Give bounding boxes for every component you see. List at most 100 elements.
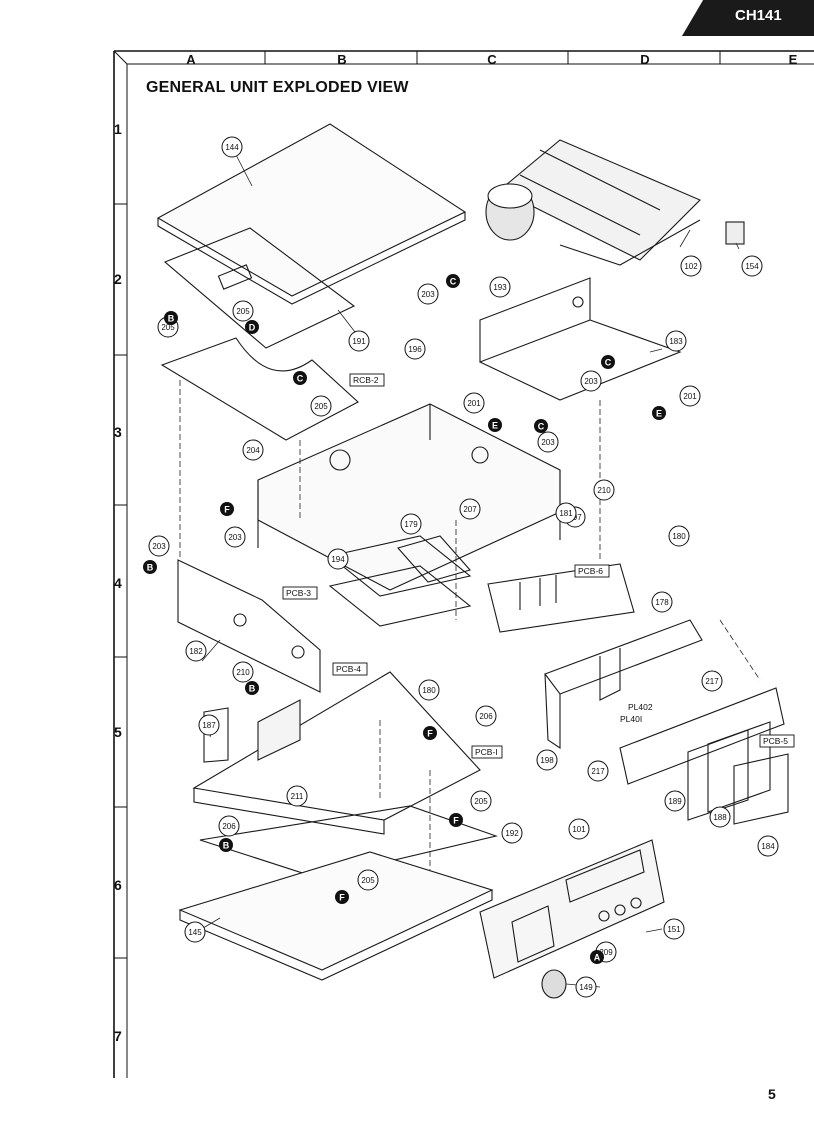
callout-number: 210	[236, 668, 250, 677]
callout-217: 217	[587, 760, 609, 782]
callout-179: 179	[400, 513, 422, 535]
pcb-label-rcb-2: RCB-2	[353, 375, 379, 385]
callout-184: 184	[757, 835, 779, 857]
callout-102: 102	[680, 255, 702, 277]
callout-154: 154	[741, 255, 763, 277]
callout-211: 211	[286, 785, 308, 807]
callout-number: 194	[331, 555, 345, 564]
callout-number: 184	[761, 842, 775, 851]
callout-188: 188	[709, 806, 731, 828]
marker-f: F	[449, 813, 463, 827]
grid-row-1: 1	[114, 121, 122, 137]
connector-label-pl402: PL402	[628, 702, 653, 712]
callout-number: 181	[559, 509, 573, 518]
marker-b: B	[143, 560, 157, 574]
marker-d: D	[245, 320, 259, 334]
callout-number: 182	[189, 647, 203, 656]
leader-lines	[197, 146, 740, 988]
callout-number: 201	[467, 399, 481, 408]
pcb-label-pcb-1: PCB-I	[475, 747, 498, 757]
marker-letter: E	[492, 421, 498, 431]
callout-number: 205	[161, 323, 175, 332]
callout-group: 144 102 154 203 193 183 205 205 191 196 203 201 201 2…	[148, 136, 779, 998]
marker-letter: C	[538, 422, 545, 432]
callout-203: 203	[580, 370, 602, 392]
callout-205: 205	[232, 300, 254, 322]
callout-number: 205	[314, 402, 328, 411]
grid-col-e: E	[788, 52, 798, 67]
callout-number: 196	[408, 345, 422, 354]
callout-205: 205	[470, 790, 492, 812]
callout-number: 144	[225, 143, 239, 152]
callout-203: 203	[148, 535, 170, 557]
callout-number: 206	[222, 822, 236, 831]
pcb-label-pcb-6: PCB-6	[578, 566, 603, 576]
marker-f: F	[220, 502, 234, 516]
callout-number: 102	[684, 262, 698, 271]
grid-frame	[113, 50, 814, 1078]
marker-f: F	[423, 726, 437, 740]
callout-number: 192	[505, 829, 519, 838]
callout-number: 203	[152, 542, 166, 551]
callout-number: 207	[463, 505, 477, 514]
marker-letter: B	[168, 314, 175, 324]
marker-letter: D	[249, 323, 256, 333]
callout-number: 180	[672, 532, 686, 541]
page-title: GENERAL UNIT EXPLODED VIEW	[146, 79, 409, 96]
marker-letter: C	[605, 358, 612, 368]
marker-b: B	[164, 311, 178, 325]
grid-row-2: 2	[114, 271, 122, 287]
callout-number: 189	[668, 797, 682, 806]
grid-row-7: 7	[114, 1028, 122, 1044]
callout-number: 203	[228, 533, 242, 542]
marker-c: C	[534, 419, 548, 433]
callout-number: 193	[493, 283, 507, 292]
callout-206: 206	[218, 815, 240, 837]
callout-203: 203	[537, 431, 559, 453]
grid-col-b: B	[337, 52, 347, 67]
page-number: 5	[768, 1086, 776, 1102]
callout-192: 192	[501, 822, 523, 844]
callout-183: 183	[665, 330, 687, 352]
callout-193: 193	[489, 276, 511, 298]
marker-a: A	[590, 950, 604, 964]
callout-180: 180	[418, 679, 440, 701]
alignment-lines	[179, 380, 761, 870]
marker-c: C	[293, 371, 307, 385]
callout-number: 180	[422, 686, 436, 695]
marker-letter: B	[249, 684, 256, 694]
callout-number: 183	[669, 337, 683, 346]
callout-217: 217	[701, 670, 723, 692]
callout-203: 203	[224, 526, 246, 548]
connector-label-pl401: PL40I	[620, 714, 642, 724]
marker-e: E	[488, 418, 502, 432]
callout-205: 205	[310, 395, 332, 417]
marker-letter: B	[147, 563, 154, 573]
callout-number: 154	[745, 262, 759, 271]
callout-number: 203	[584, 377, 598, 386]
grid-row-3: 3	[114, 424, 122, 440]
callout-201: 201	[463, 392, 485, 414]
grid-row-6: 6	[114, 877, 122, 893]
marker-letter: E	[656, 409, 662, 419]
pcb-labels: RCB-2 PCB-6 PCB-3 PCB-4 PCB-I PCB-5 PL40…	[282, 373, 795, 759]
callout-number: 211	[291, 792, 304, 801]
callout-number: 205	[236, 307, 250, 316]
callout-187: 187	[198, 714, 220, 736]
marker-letter: F	[453, 816, 459, 826]
callout-number: 217	[705, 677, 719, 686]
marker-e: E	[652, 406, 666, 420]
marker-c: C	[601, 355, 615, 369]
callout-144: 144	[221, 136, 243, 158]
callout-number: 204	[246, 446, 260, 455]
callout-number: 187	[202, 721, 216, 730]
callout-number: 217	[591, 767, 605, 776]
marker-letter: C	[450, 277, 457, 287]
callout-number: 179	[404, 520, 418, 529]
callout-number: 191	[352, 337, 366, 346]
marker-letter: F	[339, 893, 345, 903]
callout-201: 201	[679, 385, 701, 407]
callout-189: 189	[664, 790, 686, 812]
